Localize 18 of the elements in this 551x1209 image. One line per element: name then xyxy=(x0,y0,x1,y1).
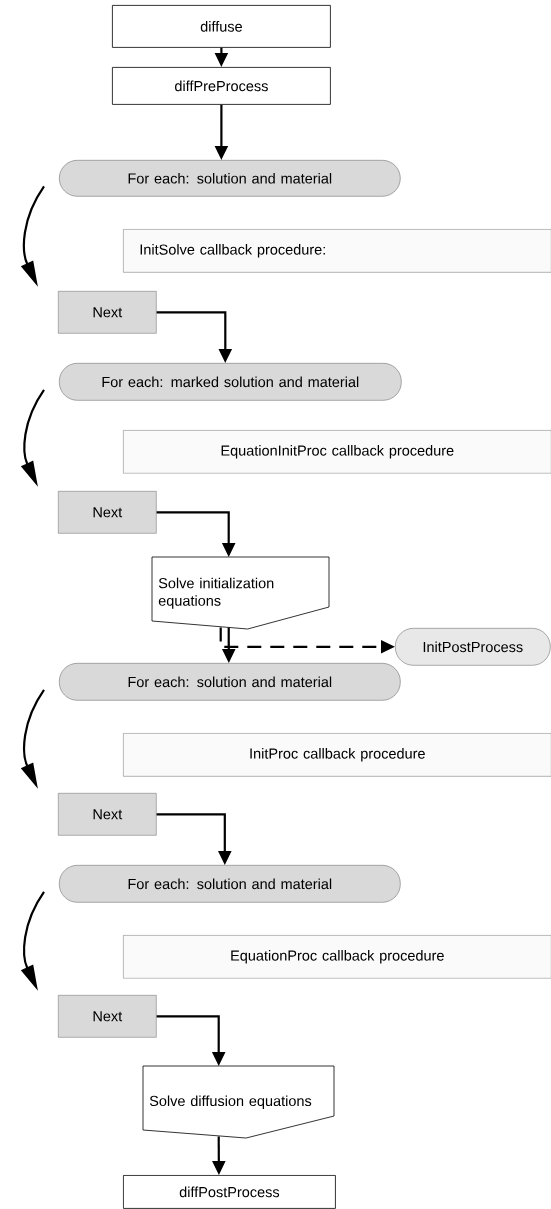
callback-box: InitProc callback procedure xyxy=(123,733,551,777)
next-box: Next xyxy=(58,995,157,1038)
callback-box: EquationInitProc callback procedure xyxy=(123,430,551,474)
solve-box: Solve initialization equations xyxy=(151,556,330,630)
next-box: Next xyxy=(58,793,157,836)
process-box: diffPreProcess xyxy=(112,67,331,105)
callback-box: InitSolve callback procedure: xyxy=(123,229,551,273)
process-box: InitPostProcess xyxy=(395,628,551,666)
callback-box: EquationProc callback procedure xyxy=(123,935,551,979)
process-box: diffPostProcess xyxy=(123,1175,336,1209)
next-box: Next xyxy=(58,291,157,334)
process-box: diffuse xyxy=(112,5,331,48)
next-box: Next xyxy=(58,491,157,534)
loop-box: For each: solution and material xyxy=(59,160,401,197)
loop-box: For each: solution and material xyxy=(59,663,401,701)
solve-box: Solve diffusion equations xyxy=(142,1065,335,1139)
loop-box: For each: solution and material xyxy=(59,865,401,903)
loop-box: For each: marked solution and material xyxy=(59,363,402,401)
